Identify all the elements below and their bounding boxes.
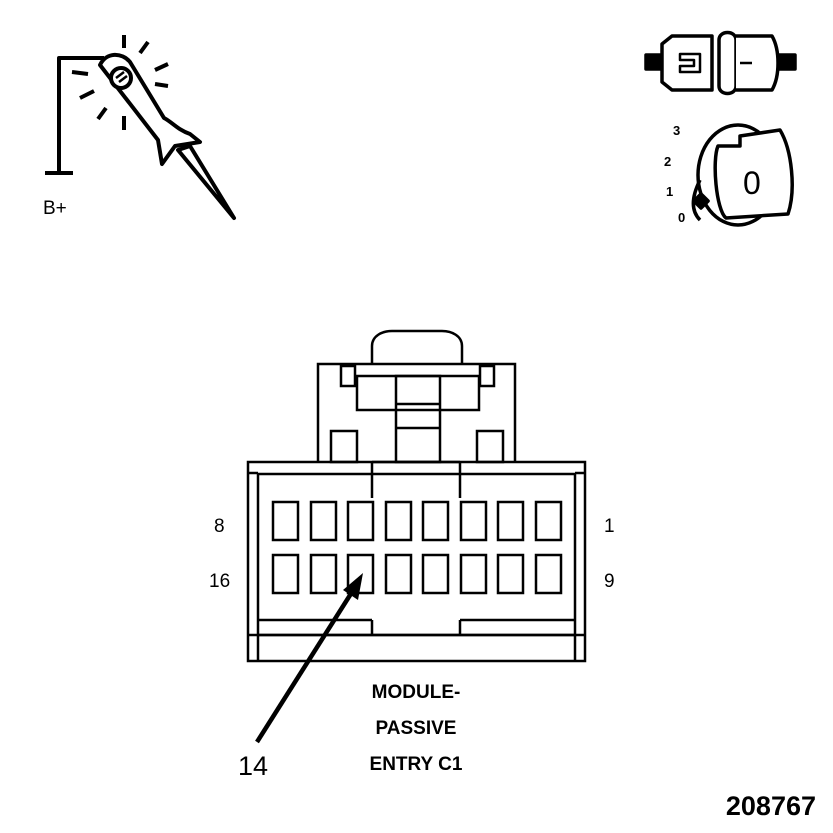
probe-label: B+ [43, 198, 67, 219]
ignition-position-3: 3 [673, 123, 680, 138]
figure-id: 208767 [726, 791, 816, 821]
pin-label-8: 8 [214, 516, 225, 537]
cavity-7 [309, 500, 338, 542]
cavity-row-top [271, 500, 563, 542]
cavity-10 [496, 553, 525, 595]
cavity-9 [534, 553, 563, 595]
pin-label-9: 9 [604, 571, 615, 592]
pin-label-16: 16 [209, 571, 230, 592]
cavity-12 [421, 553, 450, 595]
cavity-6 [346, 500, 375, 542]
ignition-position-1: 1 [666, 184, 673, 199]
callout-arrow [255, 573, 363, 744]
cavity-3 [459, 500, 488, 542]
connector-name-line-1: MODULE- [372, 682, 461, 703]
ignition-key-icon [691, 123, 794, 227]
cavity-2 [496, 500, 525, 542]
cavity-1 [534, 500, 563, 542]
ignition-position-2: 2 [664, 154, 671, 169]
callout-label: 14 [238, 751, 268, 781]
cavity-11 [459, 553, 488, 595]
cavity-5 [384, 500, 413, 542]
cavity-row-bottom [271, 553, 563, 595]
ignition-key-label: 0 [743, 165, 761, 201]
test-light-probe-icon [45, 35, 236, 220]
connector-housing [246, 329, 587, 663]
cavity-13 [384, 553, 413, 595]
connector-name-line-2: PASSIVE [376, 718, 457, 739]
cavity-4 [421, 500, 450, 542]
pin-label-1: 1 [604, 516, 615, 537]
connector-disconnect-icon [644, 30, 797, 96]
cavity-16 [271, 553, 300, 595]
cavity-15 [309, 553, 338, 595]
connector-name-line-3: ENTRY C1 [370, 754, 463, 775]
ignition-position-0: 0 [678, 210, 685, 225]
cavity-8 [271, 500, 300, 542]
